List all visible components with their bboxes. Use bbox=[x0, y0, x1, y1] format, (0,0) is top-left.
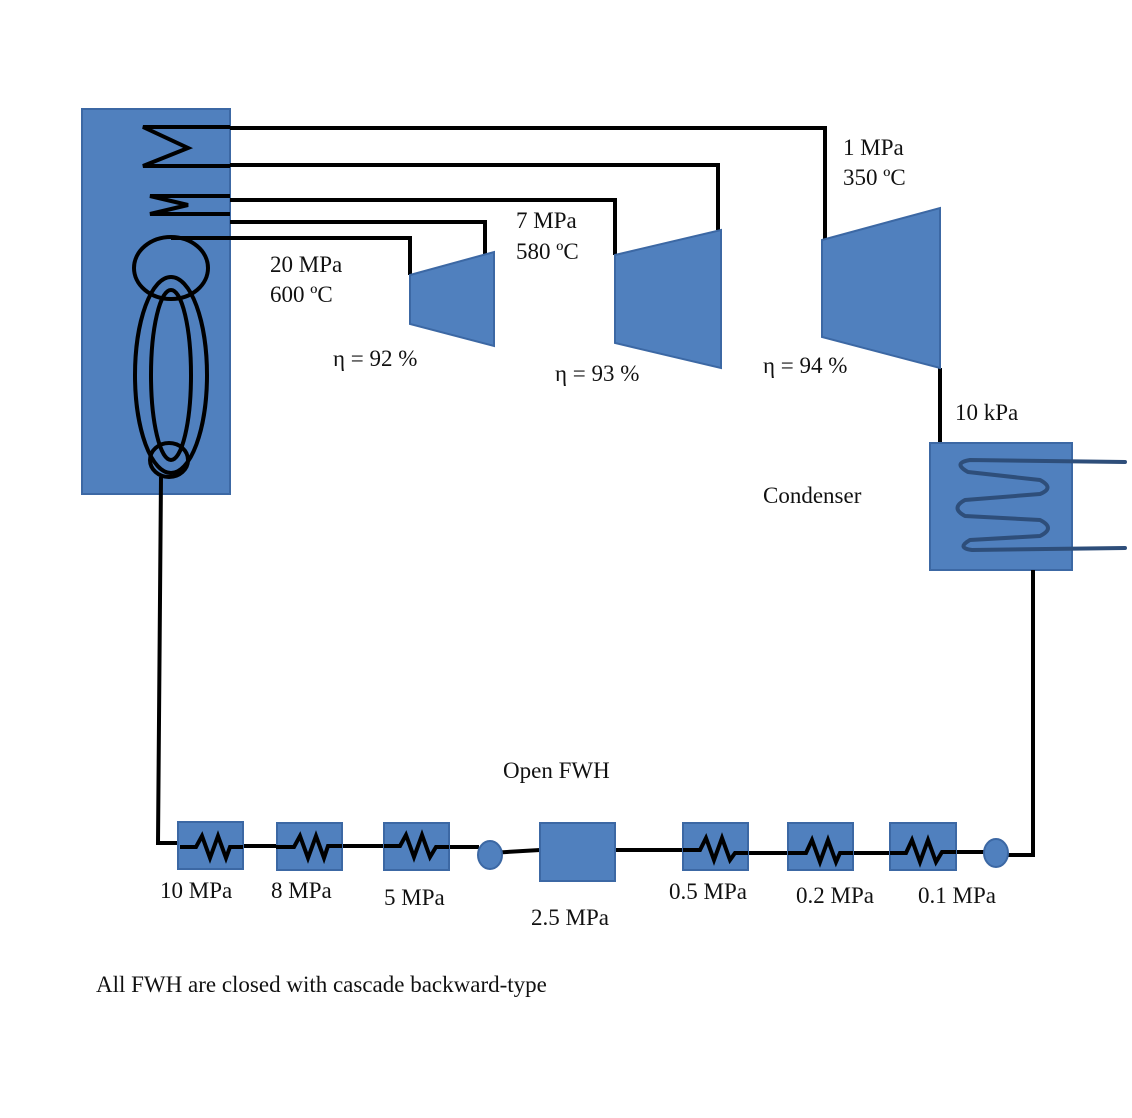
open-fwh-label: Open FWH bbox=[503, 758, 610, 783]
fwh-8mpa bbox=[276, 822, 343, 871]
fwh-pressure-label: 8 MPa bbox=[271, 878, 332, 903]
fwh-0.1mpa bbox=[889, 822, 957, 871]
steam-lines bbox=[171, 126, 942, 445]
heater-coil-icon bbox=[384, 829, 449, 863]
superheater-coil-icon bbox=[142, 125, 230, 168]
condensate-return-line bbox=[1008, 570, 1035, 857]
ip-inlet-pressure: 7 MPa bbox=[516, 208, 577, 233]
closed-fwh-box bbox=[682, 822, 749, 871]
open-fwh-box bbox=[539, 822, 616, 882]
ip-inlet-temperature: 580 ºC bbox=[516, 239, 579, 264]
heater-coil-icon bbox=[788, 834, 853, 868]
ip-turbine bbox=[614, 228, 722, 370]
feedwater-line bbox=[155, 476, 1035, 857]
condensate-pump-icon bbox=[983, 838, 1009, 868]
feedwater-to-boiler-line bbox=[155, 476, 178, 845]
ip-exhaust-line bbox=[230, 163, 720, 230]
open-fwh-pressure: 2.5 MPa bbox=[531, 905, 609, 930]
fwh-type-note: All FWH are closed with cascade backward… bbox=[96, 972, 547, 997]
reheater-coil-icon bbox=[149, 194, 230, 216]
condenser-pressure: 10 kPa bbox=[955, 400, 1018, 425]
lp-turbine bbox=[821, 206, 941, 370]
closed-fwh-box bbox=[889, 822, 957, 871]
hp-inlet-pressure: 20 MPa bbox=[270, 252, 342, 277]
main-steam-line bbox=[171, 236, 412, 275]
fwh-pressure-label: 0.1 MPa bbox=[918, 883, 996, 908]
fwh-pressure-label: 0.2 MPa bbox=[796, 883, 874, 908]
fwh-pressure-label: 0.5 MPa bbox=[669, 879, 747, 904]
boiler bbox=[81, 108, 231, 495]
condenser-label: Condenser bbox=[763, 483, 862, 508]
heater-coil-icon bbox=[683, 832, 748, 866]
cooling-coil-icon bbox=[955, 458, 1127, 552]
fwh-5mpa bbox=[383, 822, 450, 871]
hp-efficiency: η = 92 % bbox=[333, 346, 417, 371]
riser-loop-outer-icon bbox=[133, 275, 209, 475]
mud-drum-icon bbox=[148, 441, 190, 479]
hp-turbine bbox=[409, 250, 495, 348]
heater-coil-icon bbox=[890, 834, 956, 868]
hp-exhaust-line bbox=[230, 220, 487, 255]
lp-inlet-pressure: 1 MPa bbox=[843, 135, 904, 160]
heater-coil-icon bbox=[276, 830, 342, 865]
ip-efficiency: η = 93 % bbox=[555, 361, 639, 386]
lp-efficiency: η = 94 % bbox=[763, 353, 847, 378]
fwh-0.5mpa bbox=[682, 822, 749, 871]
feed-pump-icon bbox=[477, 840, 503, 870]
riser-loop-inner-icon bbox=[149, 288, 193, 462]
fwh-pressure-label: 5 MPa bbox=[384, 885, 445, 910]
condenser bbox=[929, 442, 1127, 571]
fwh-0.2mpa bbox=[787, 822, 854, 871]
lp-steam-line bbox=[230, 126, 827, 240]
reheat-steam-line bbox=[230, 198, 617, 255]
hp-inlet-temperature: 600 ºC bbox=[270, 282, 333, 307]
fwh-pressure-label: 10 MPa bbox=[160, 878, 232, 903]
fwh-10mpa bbox=[177, 821, 244, 870]
heater-coil-icon bbox=[180, 830, 243, 864]
lp-inlet-temperature: 350 ºC bbox=[843, 165, 906, 190]
